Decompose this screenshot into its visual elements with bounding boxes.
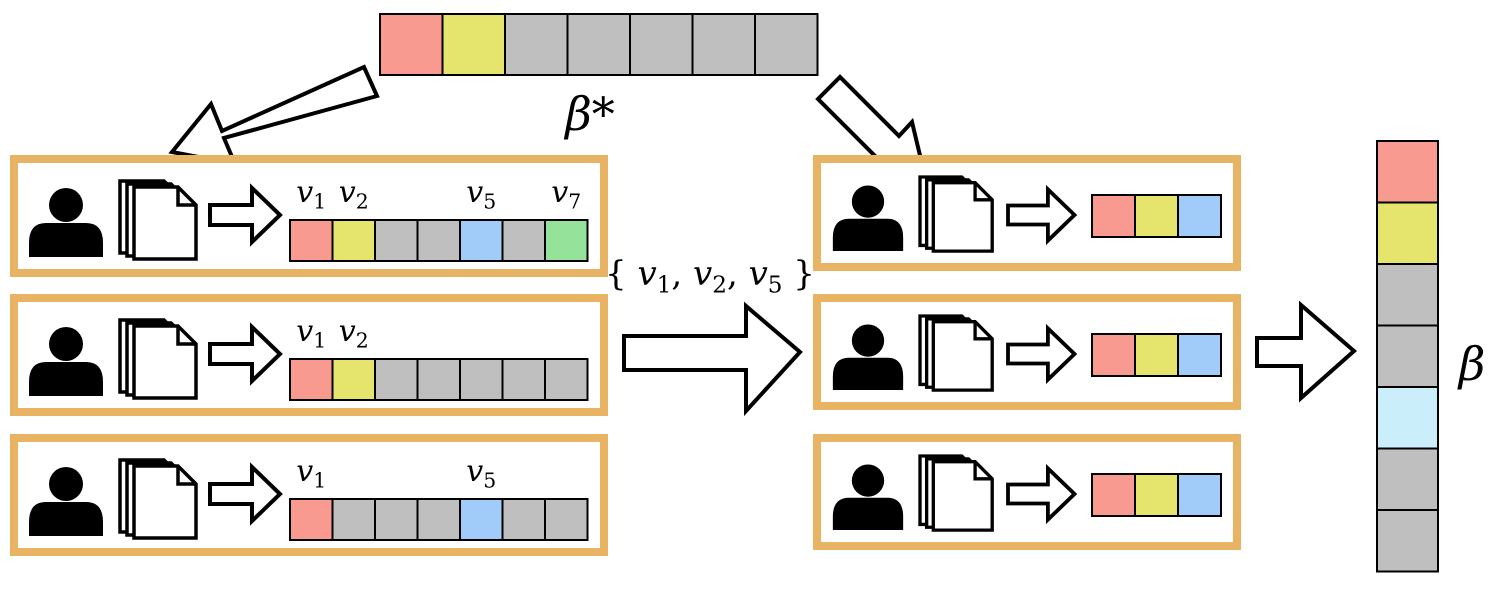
global-cell-7 xyxy=(754,13,819,76)
big-arrow-right xyxy=(622,301,803,417)
client-3-cell-1 xyxy=(289,498,334,541)
client-3-cell-3 xyxy=(374,498,419,541)
client-3-cell-2 xyxy=(331,498,376,541)
client-panel: v1 v2 v5 v7 xyxy=(10,155,608,277)
result-cell-5 xyxy=(1376,386,1439,450)
documents-icon xyxy=(118,179,198,261)
client-panel: v1 v5 xyxy=(10,434,608,556)
right-client-1-cell-2 xyxy=(1134,194,1179,238)
variable-label: v5 xyxy=(466,175,496,214)
right-client-2-cell-3 xyxy=(1177,333,1222,377)
arrow-to-left-clients xyxy=(168,64,380,167)
arrow-right-icon xyxy=(208,322,283,386)
client-1-cell-4 xyxy=(416,219,461,262)
variable-label: v1 xyxy=(296,175,326,214)
global-cell-6 xyxy=(691,13,756,76)
client-1-cell-7 xyxy=(544,219,589,262)
documents-icon xyxy=(118,458,198,540)
documents-icon xyxy=(918,175,994,253)
result-cell-7 xyxy=(1376,509,1439,573)
client-1-cell-5 xyxy=(459,219,504,262)
left-client-group: v1 v2 v5 v7 v1 v2 v1 v5 xyxy=(10,155,608,556)
client-1-cell-6 xyxy=(501,219,546,262)
client-panel xyxy=(813,155,1241,271)
right-client-3-cell-3 xyxy=(1177,473,1222,517)
client-3-cell-4 xyxy=(416,498,461,541)
global-vector-label: β* xyxy=(563,87,615,141)
right-client-3-cell-1 xyxy=(1091,473,1136,517)
client-panel: v1 v2 xyxy=(10,294,608,416)
right-client-3-cell-2 xyxy=(1134,473,1179,517)
documents-icon xyxy=(918,314,994,392)
selected-variable-set: { v1, v2, v5 } xyxy=(605,254,815,298)
person-icon xyxy=(832,185,904,251)
right-client-1-cell-1 xyxy=(1091,194,1136,238)
client-2-cell-7 xyxy=(544,358,589,401)
global-cell-2 xyxy=(441,13,506,76)
person-icon xyxy=(29,327,103,396)
variable-label: v1 xyxy=(296,314,326,353)
client-2-cell-2 xyxy=(331,358,376,401)
right-client-group xyxy=(813,155,1241,550)
client-panel xyxy=(813,434,1241,550)
variable-label: v2 xyxy=(339,314,369,353)
result-cell-1 xyxy=(1376,140,1439,204)
global-cell-5 xyxy=(629,13,694,76)
global-vector xyxy=(379,13,819,76)
arrow-right-icon xyxy=(208,462,283,526)
person-icon xyxy=(832,464,904,530)
client-2-cell-1 xyxy=(289,358,334,401)
client-3-cell-6 xyxy=(501,498,546,541)
client-2-cell-4 xyxy=(416,358,461,401)
arrow-to-result xyxy=(1255,300,1358,403)
variable-label: v5 xyxy=(466,454,496,493)
client-3-cell-7 xyxy=(544,498,589,541)
result-cell-2 xyxy=(1376,201,1439,265)
right-client-2-cell-1 xyxy=(1091,333,1136,377)
client-2-cell-3 xyxy=(374,358,419,401)
client-1-cell-1 xyxy=(289,219,334,262)
result-cell-4 xyxy=(1376,324,1439,388)
result-vector xyxy=(1376,140,1439,573)
person-icon xyxy=(29,188,103,257)
arrow-right-icon xyxy=(1006,323,1078,385)
arrow-right-icon xyxy=(1006,463,1078,525)
person-icon xyxy=(832,324,904,390)
client-2-cell-6 xyxy=(501,358,546,401)
client-panel xyxy=(813,294,1241,410)
global-cell-4 xyxy=(566,13,631,76)
arrow-right-icon xyxy=(1006,184,1078,246)
result-vector-label: β xyxy=(1457,337,1486,391)
result-cell-3 xyxy=(1376,263,1439,327)
client-2-cell-5 xyxy=(459,358,504,401)
global-cell-1 xyxy=(379,13,444,76)
result-cell-6 xyxy=(1376,447,1439,511)
documents-icon xyxy=(918,454,994,532)
variable-label: v7 xyxy=(551,175,581,214)
arrow-right-icon xyxy=(208,183,283,247)
global-cell-3 xyxy=(504,13,569,76)
right-client-1-cell-3 xyxy=(1177,194,1222,238)
person-icon xyxy=(29,467,103,536)
client-1-cell-3 xyxy=(374,219,419,262)
documents-icon xyxy=(118,318,198,400)
right-client-2-cell-2 xyxy=(1134,333,1179,377)
client-1-cell-2 xyxy=(331,219,376,262)
variable-label: v1 xyxy=(296,454,326,493)
client-3-cell-5 xyxy=(459,498,504,541)
variable-label: v2 xyxy=(339,175,369,214)
